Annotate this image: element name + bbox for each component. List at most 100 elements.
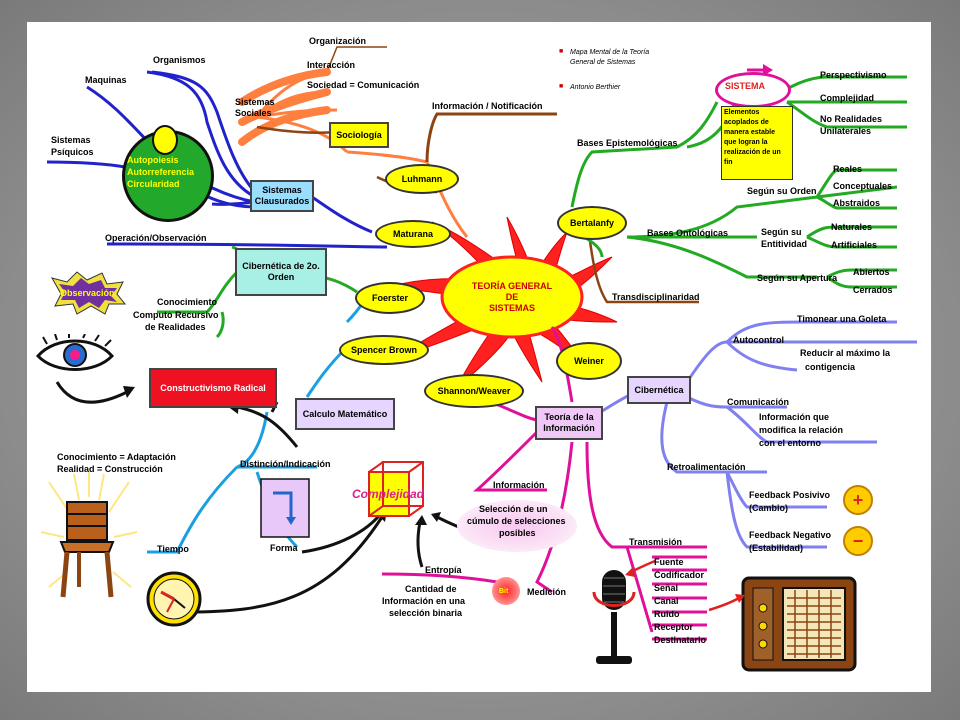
legend-title-l2: General de Sistemas bbox=[570, 59, 636, 66]
node-shannon-weaver: Shannon/Weaver bbox=[424, 374, 524, 408]
center-title: TEORÍA GENERAL DE SISTEMAS bbox=[457, 277, 567, 317]
label-transmision: Transmisión bbox=[629, 537, 683, 547]
label-realidad: Realidad = Construcción bbox=[57, 464, 163, 474]
label-organizacion: Organización bbox=[309, 36, 367, 46]
label-reales: Reales bbox=[833, 164, 863, 174]
node-weiner: Weiner bbox=[556, 342, 622, 380]
label-bases-ont: Bases Ontológicas bbox=[647, 228, 729, 238]
seleccion-cloud bbox=[457, 500, 577, 552]
label-maquinas: Maquinas bbox=[85, 75, 127, 85]
label-timonear: Timonear una Goleta bbox=[797, 314, 887, 324]
transmission-item: Señal bbox=[654, 583, 679, 593]
legend-bullet: ■ bbox=[559, 48, 564, 55]
minus-icon: − bbox=[843, 526, 873, 556]
label-conoc-adapt: Conocimiento = Adaptación bbox=[57, 452, 176, 462]
node-sistemas-sociales: Sistemas Sociales bbox=[235, 94, 295, 122]
receptor-arrow-icon bbox=[708, 594, 745, 612]
autopoiesis-head bbox=[152, 125, 178, 155]
label-reducir-l1: Reducir al máximo la bbox=[800, 348, 891, 358]
label-fb-pos-l1: Feedback Posivivo bbox=[749, 490, 831, 500]
forma-icon bbox=[260, 478, 310, 538]
label-sociedad: Sociedad = Comunicación bbox=[307, 80, 420, 90]
sistema-oval bbox=[715, 72, 791, 108]
label-forma: Forma bbox=[270, 543, 298, 553]
transmission-item: Receptor bbox=[654, 622, 694, 632]
transmission-item: Fuente bbox=[654, 557, 684, 567]
label-autocontrol: Autocontrol bbox=[733, 335, 784, 345]
label-fb-neg-l2: (Estabilidad) bbox=[749, 543, 804, 553]
plus-icon: + bbox=[843, 485, 873, 515]
transmission-item: Canal bbox=[654, 596, 679, 606]
label-seleccion-l1: Selección de un bbox=[479, 504, 548, 514]
sistema-arrow-icon bbox=[747, 64, 773, 76]
label-entropia: Entropía bbox=[425, 565, 462, 575]
label-elementos-l1: Elementos bbox=[724, 109, 760, 116]
label-elementos-l4: que logran la bbox=[724, 139, 768, 146]
teoria-info-l2: Información bbox=[543, 423, 595, 433]
complejidad-cube-icon bbox=[368, 461, 424, 517]
label-informacion: Información bbox=[493, 480, 545, 490]
label-cantidad-l1: Cantidad de bbox=[405, 584, 457, 594]
label-retroalimentacion: Retroalimentación bbox=[667, 462, 746, 472]
label-elementos-l2: acoplados de bbox=[724, 119, 769, 126]
sistemas-sociales-l1: Sistemas bbox=[235, 97, 275, 107]
label-psiquicos-l1: Sistemas bbox=[51, 135, 91, 145]
label-cantidad-l3: selección binaria bbox=[389, 608, 463, 618]
label-segun-orden: Según su Orden bbox=[747, 186, 817, 196]
label-no-realidades-l1: No Realidades bbox=[820, 114, 883, 124]
label-complejidad: Complejidad bbox=[820, 93, 875, 103]
label-artificiales: Artificiales bbox=[831, 240, 878, 250]
label-organismos: Organismos bbox=[153, 55, 206, 65]
label-complejidad-center: Complejidad bbox=[352, 487, 425, 501]
label-reducir-l2: contigencia bbox=[805, 362, 856, 372]
bit-bubble bbox=[492, 577, 520, 605]
node-luhmann: Luhmann bbox=[385, 164, 459, 194]
sistemas-clausurados-l2: Clausurados bbox=[254, 196, 310, 206]
sistemas-sociales-l2: Sociales bbox=[235, 108, 272, 118]
node-sistemas-clausurados: Sistemas Clausurados bbox=[250, 180, 314, 212]
legend-author-bullet: ■ bbox=[559, 83, 564, 90]
node-bertalanfy: Bertalanfy bbox=[557, 206, 627, 240]
mind-map-canvas: TEORÍA GENERAL DE SISTEMAS ■ Mapa Mental… bbox=[27, 22, 931, 692]
label-observacion: Observación bbox=[60, 288, 115, 298]
branch-maturana bbox=[46, 70, 388, 249]
cibernetica-2-l2: Orden bbox=[267, 272, 295, 282]
label-operacion: Operación/Observación bbox=[105, 233, 207, 243]
transmission-item: Ruido bbox=[654, 609, 680, 619]
label-elementos-l6: fin bbox=[724, 159, 733, 166]
label-cerrados: Cerrados bbox=[853, 285, 893, 295]
label-info-notif: Información / Notificación bbox=[432, 101, 543, 111]
label-segun-apertura: Según su Apertura bbox=[757, 273, 838, 283]
label-elementos-l3: manera estable bbox=[724, 129, 775, 136]
label-psiquicos-l2: Psíquicos bbox=[51, 147, 94, 157]
label-abiertos: Abiertos bbox=[853, 267, 890, 277]
label-seleccion-l2: cúmulo de selecciones bbox=[467, 516, 566, 526]
label-circularidad: Circularidad bbox=[127, 179, 180, 189]
sistemas-clausurados-l1: Sistemas bbox=[262, 185, 302, 195]
radio-icon bbox=[741, 576, 857, 672]
label-fb-neg-l1: Feedback Negativo bbox=[749, 530, 832, 540]
clock-icon bbox=[146, 571, 202, 627]
label-cantidad-l2: Información en una bbox=[382, 596, 466, 606]
center-title-l3: SISTEMAS bbox=[488, 302, 535, 313]
label-autopoiesis: Autopoiesis bbox=[127, 155, 179, 165]
label-bases-epist: Bases Epistemológicas bbox=[577, 138, 678, 148]
label-info-modifica-l1: Información que bbox=[759, 412, 830, 422]
cibernetica-2-l1: Cibernética de 2o. bbox=[242, 261, 320, 271]
node-sociologia: Sociología bbox=[329, 122, 389, 148]
label-elementos-l5: realización de un bbox=[724, 149, 781, 156]
center-title-l2: DE bbox=[505, 291, 519, 302]
node-spencer-brown: Spencer Brown bbox=[339, 335, 429, 365]
label-info-modifica-l3: con el entorno bbox=[759, 438, 822, 448]
elementos-note bbox=[721, 106, 793, 180]
legend-title-l1: Mapa Mental de la Teoría bbox=[570, 49, 650, 56]
label-comunicacion: Comunicación bbox=[727, 397, 790, 407]
fuente-arrow-icon bbox=[625, 559, 656, 577]
label-naturales: Naturales bbox=[831, 222, 873, 232]
label-perspectivismo: Perspectivismo bbox=[820, 70, 887, 80]
label-interaccion: Interacción bbox=[307, 60, 356, 70]
label-no-realidades-l2: Unilaterales bbox=[820, 126, 872, 136]
label-computo-l2: de Realidades bbox=[145, 322, 206, 332]
label-sistema: SISTEMA bbox=[725, 81, 766, 91]
